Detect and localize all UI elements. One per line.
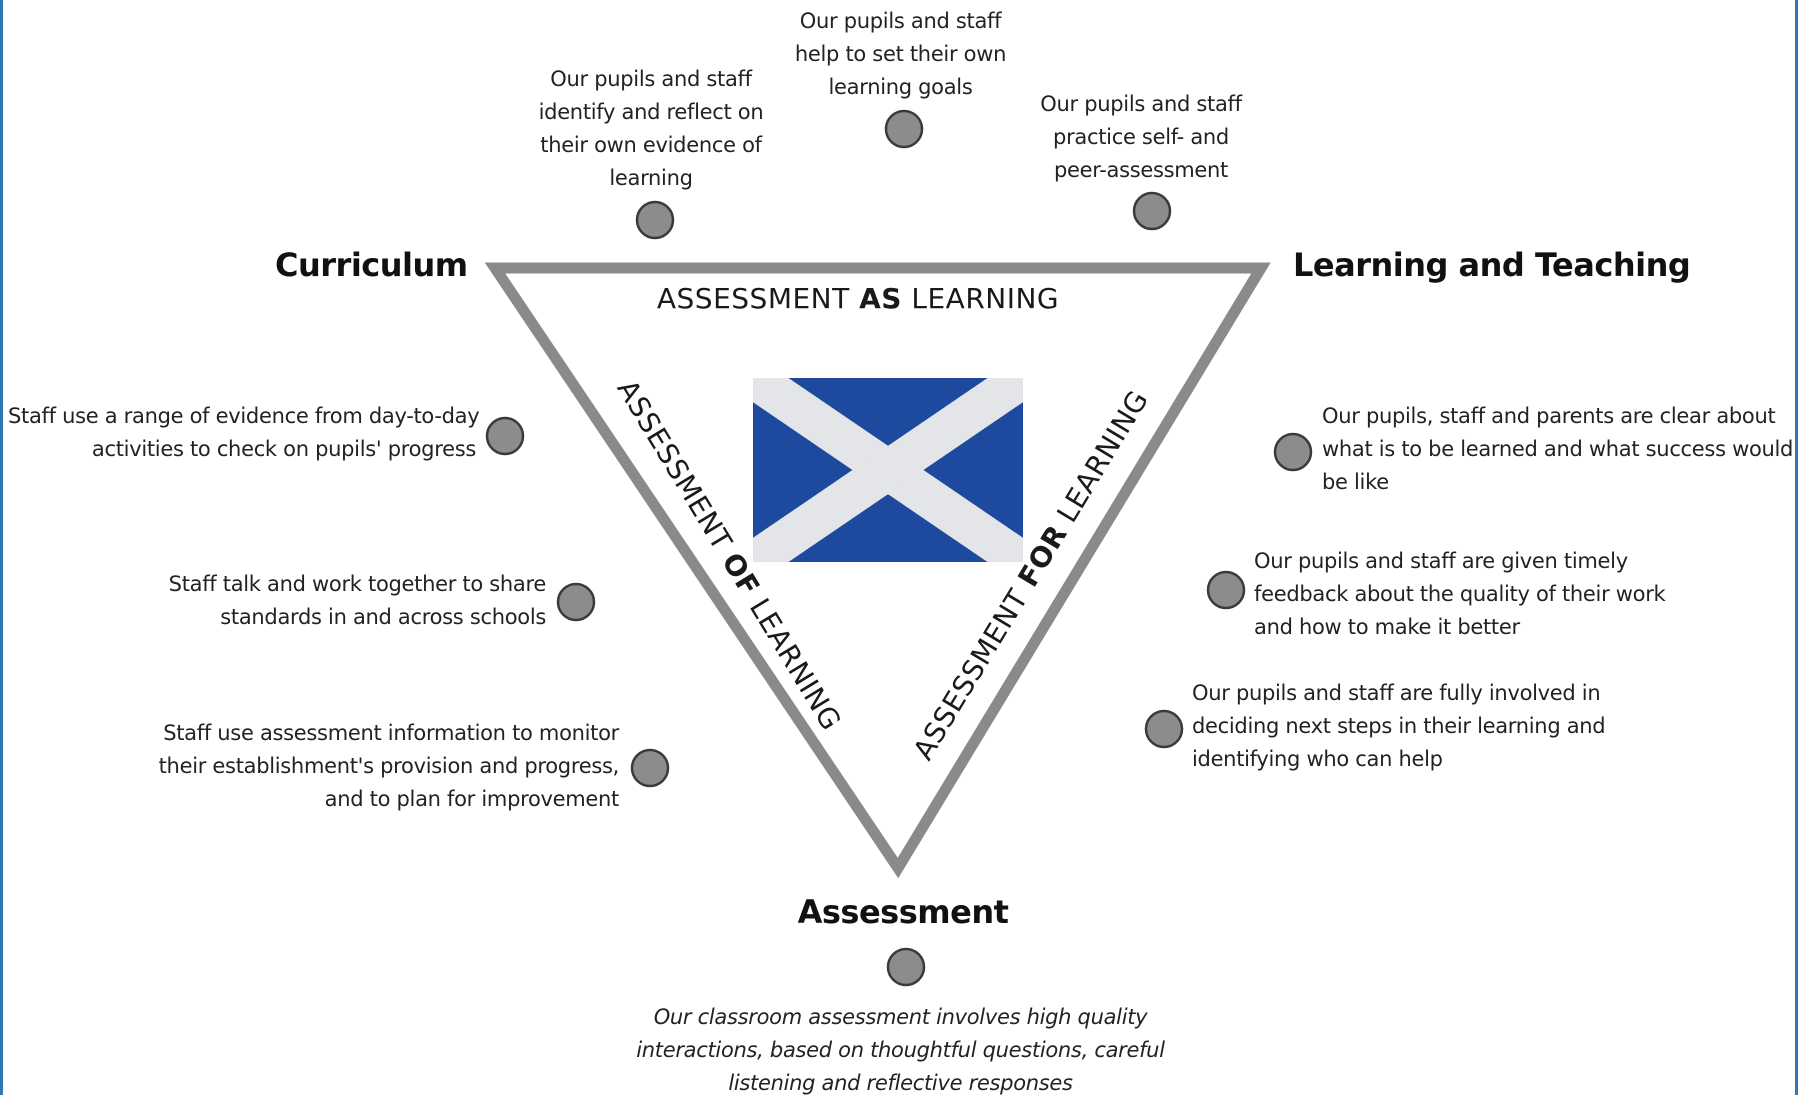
note-right-2: Our pupils and staff are given timely fe…	[1254, 549, 1666, 639]
note-left-1: Staff use a range of evidence from day-t…	[8, 404, 480, 461]
corner-label-learning-teaching: Learning and Teaching	[1293, 246, 1691, 284]
note-right-3: Our pupils and staff are fully involved …	[1192, 681, 1606, 771]
dot-top-center	[884, 109, 924, 149]
note-right-1: Our pupils, staff and parents are clear …	[1322, 404, 1794, 494]
dot-right-1	[1273, 432, 1313, 472]
corner-label-curriculum: Curriculum	[275, 246, 468, 284]
corner-label-assessment: Assessment	[797, 893, 1009, 931]
note-left-2: Staff talk and work together to share st…	[168, 572, 547, 629]
note-top-left: Our pupils and staff identify and reflec…	[538, 67, 764, 190]
note-bottom: Our classroom assessment involves high q…	[636, 1005, 1165, 1095]
note-top-right: Our pupils and staff practice self- and …	[1040, 92, 1242, 182]
scotland-saltire-flag-icon	[753, 378, 1023, 562]
dot-bottom	[886, 947, 926, 987]
triangle-diagram: ASSESSMENT AS LEARNING ASSESSMENT OF LEA…	[484, 109, 1313, 987]
dot-left-3	[630, 748, 670, 788]
dot-top-right	[1132, 191, 1172, 231]
dot-left-2	[556, 582, 596, 622]
dot-left-1	[485, 416, 525, 456]
assessment-as-learning-label: ASSESSMENT AS LEARNING	[657, 282, 1059, 315]
note-left-3: Staff use assessment information to moni…	[158, 721, 620, 811]
dot-right-2	[1206, 570, 1246, 610]
assessment-triangle	[484, 262, 1271, 879]
note-top-center: Our pupils and staff help to set their o…	[794, 9, 1007, 99]
dot-top-left	[635, 200, 675, 240]
dot-right-3	[1144, 709, 1184, 749]
